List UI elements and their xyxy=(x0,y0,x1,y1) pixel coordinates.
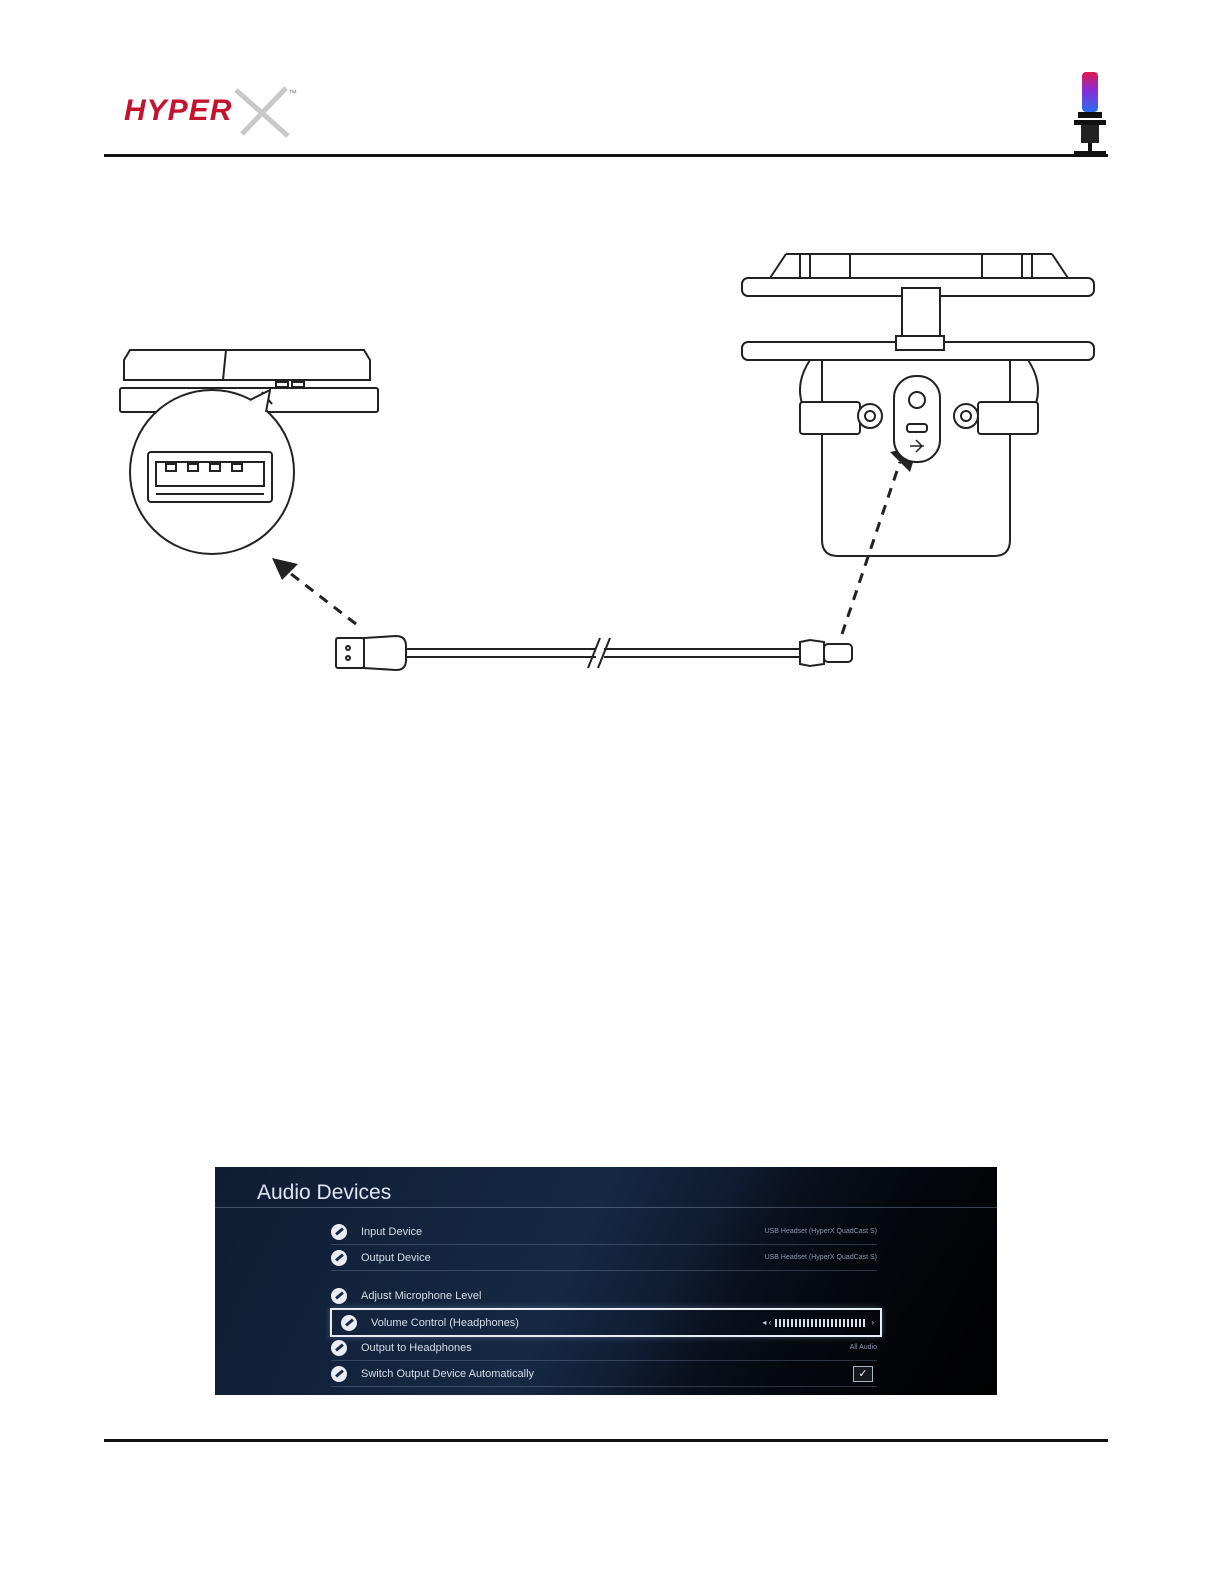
svg-text:™: ™ xyxy=(288,88,297,98)
menu-item-output-device[interactable]: Output Device USB Headset (HyperX QuadCa… xyxy=(331,1245,877,1271)
hyperx-logo: HYPER ™ xyxy=(118,82,304,142)
menu-item-label: Output to Headphones xyxy=(361,1342,850,1354)
quadcast-microphone-icon xyxy=(742,254,1094,556)
volume-slider[interactable]: ◂ ‹ › xyxy=(762,1318,874,1327)
ps4-audio-devices-screenshot: Audio Devices Input Device USB Headset (… xyxy=(215,1167,997,1395)
menu-item-adjust-microphone-level[interactable]: Adjust Microphone Level xyxy=(331,1283,877,1309)
wrench-icon xyxy=(341,1315,357,1331)
wrench-icon xyxy=(331,1288,347,1304)
wrench-icon xyxy=(331,1224,347,1240)
footer-divider xyxy=(104,1439,1108,1442)
wrench-icon xyxy=(331,1366,347,1382)
title-divider xyxy=(215,1207,997,1208)
wrench-icon xyxy=(331,1250,347,1266)
menu-item-volume-control[interactable]: Volume Control (Headphones) ◂ ‹ › xyxy=(330,1308,882,1337)
usb-port-callout-icon xyxy=(130,390,294,554)
menu-item-label: Output Device xyxy=(361,1252,765,1264)
microphone-icon xyxy=(1072,70,1108,156)
menu-item-value: All Audio xyxy=(850,1344,877,1351)
menu-item-input-device[interactable]: Input Device USB Headset (HyperX QuadCas… xyxy=(331,1219,877,1245)
menu-item-output-to-headphones[interactable]: Output to Headphones All Audio xyxy=(331,1335,877,1361)
header-divider xyxy=(104,154,1108,157)
volume-bar xyxy=(775,1319,867,1327)
checkbox-checked[interactable]: ✓ xyxy=(853,1366,873,1382)
menu-item-label: Volume Control (Headphones) xyxy=(371,1317,762,1329)
page-header: HYPER ™ xyxy=(104,60,1108,156)
wrench-icon xyxy=(331,1340,347,1356)
screen-title: Audio Devices xyxy=(257,1181,391,1205)
volume-decrease-icon: ◂ ‹ xyxy=(762,1318,771,1327)
usb-cable-icon xyxy=(336,636,852,670)
volume-increase-icon: › xyxy=(871,1318,874,1327)
menu-item-value: USB Headset (HyperX QuadCast S) xyxy=(765,1228,877,1235)
connection-diagram xyxy=(110,240,1110,690)
menu-item-value: USB Headset (HyperX QuadCast S) xyxy=(765,1254,877,1261)
menu-item-label: Input Device xyxy=(361,1226,765,1238)
menu-item-switch-output-automatically[interactable]: Switch Output Device Automatically ✓ xyxy=(331,1361,877,1387)
menu-item-label: Adjust Microphone Level xyxy=(361,1290,877,1302)
menu-item-label: Switch Output Device Automatically xyxy=(361,1368,853,1380)
svg-text:HYPER: HYPER xyxy=(124,94,232,127)
